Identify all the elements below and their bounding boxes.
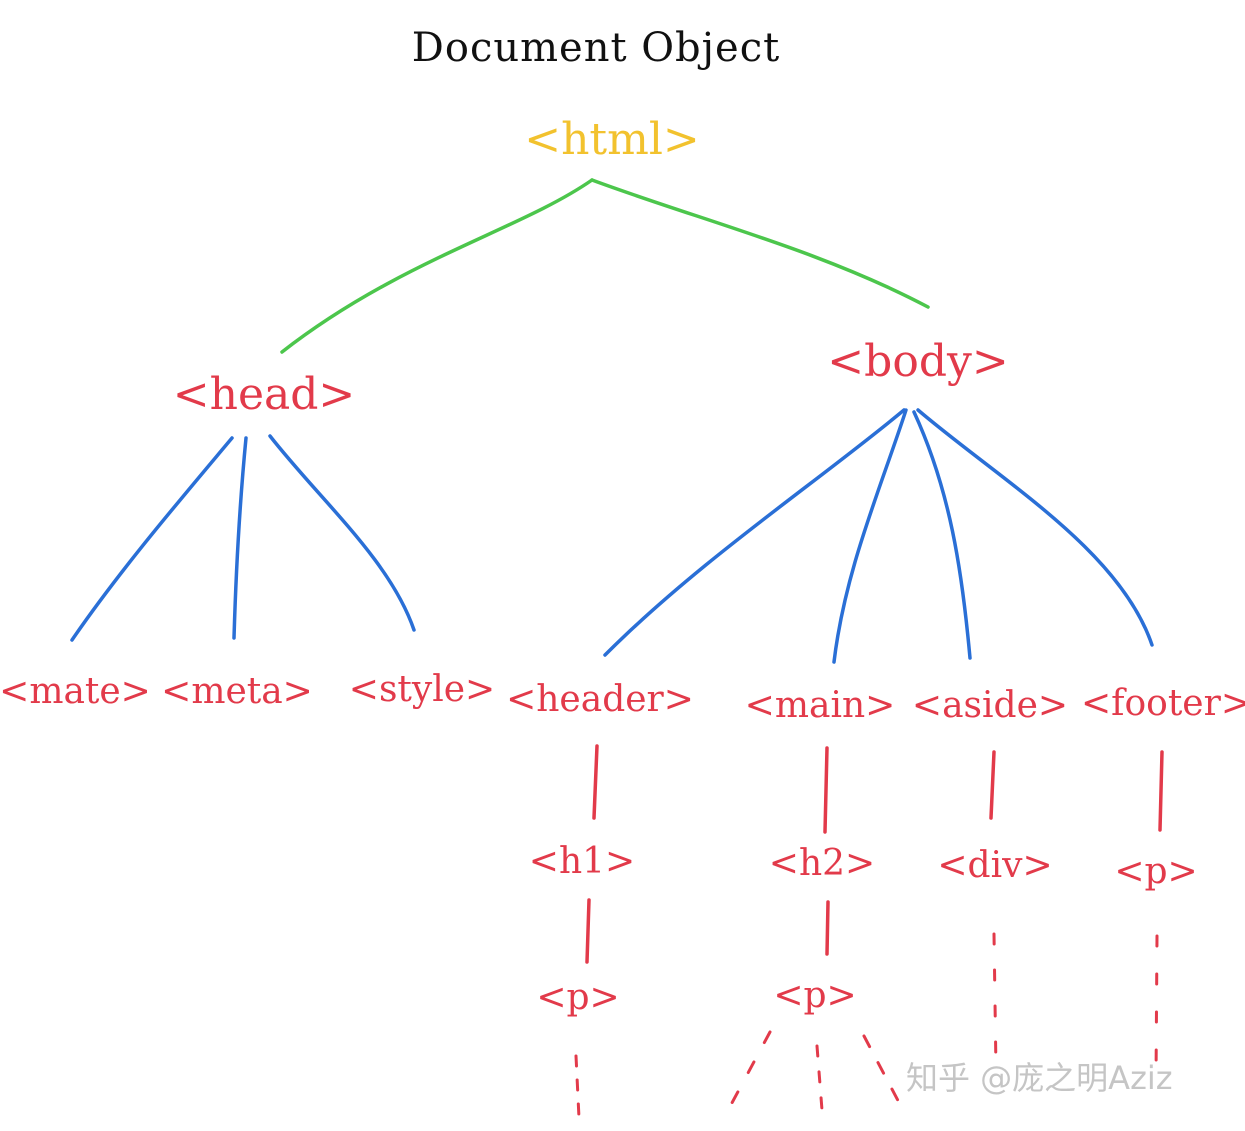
dash-main-p-left xyxy=(724,1030,772,1116)
dash-main-p-right xyxy=(862,1034,906,1114)
node-header: <header> xyxy=(506,679,694,720)
node-h2: <h2> xyxy=(768,843,876,884)
node-style: <style> xyxy=(348,669,496,710)
node-mate: <mate> xyxy=(0,671,151,712)
node-header-p: <p> xyxy=(536,977,620,1018)
edge-aside-div xyxy=(989,750,996,820)
edge-head-meta xyxy=(232,436,248,640)
node-footer: <footer> xyxy=(1081,683,1245,724)
node-body: <body> xyxy=(827,336,1009,387)
edge-head-mate xyxy=(70,436,234,642)
node-aside: <aside> xyxy=(911,685,1069,726)
node-meta: <meta> xyxy=(161,671,313,712)
edge-head-style xyxy=(268,434,416,632)
node-h1: <h1> xyxy=(528,841,636,882)
dash-main-p-center xyxy=(815,1044,824,1112)
dash-div-continue xyxy=(992,932,998,1072)
edge-footer-p xyxy=(1158,750,1164,832)
edge-main-h2 xyxy=(823,746,829,834)
dash-footer-p-continue xyxy=(1154,934,1159,1082)
edge-h2-p xyxy=(825,900,830,956)
node-head: <head> xyxy=(172,369,356,420)
edge-header-h1 xyxy=(592,744,599,820)
node-main: <main> xyxy=(744,685,896,726)
node-html: <html> xyxy=(524,114,700,165)
edge-body-main xyxy=(832,408,908,664)
node-main-p: <p> xyxy=(773,975,857,1016)
edge-h1-p xyxy=(585,898,591,964)
diagram-title: Document Object xyxy=(411,25,781,71)
edge-body-footer xyxy=(916,408,1154,647)
edge-html-body xyxy=(590,178,930,309)
watermark-text: 知乎 @庞之明Aziz xyxy=(906,1059,1173,1097)
node-footer-p: <p> xyxy=(1114,851,1198,892)
edge-html-head xyxy=(280,178,594,354)
node-div: <div> xyxy=(937,845,1053,886)
edge-body-aside xyxy=(912,410,972,660)
dash-header-p-continue xyxy=(574,1054,581,1120)
edge-body-header xyxy=(603,408,906,657)
